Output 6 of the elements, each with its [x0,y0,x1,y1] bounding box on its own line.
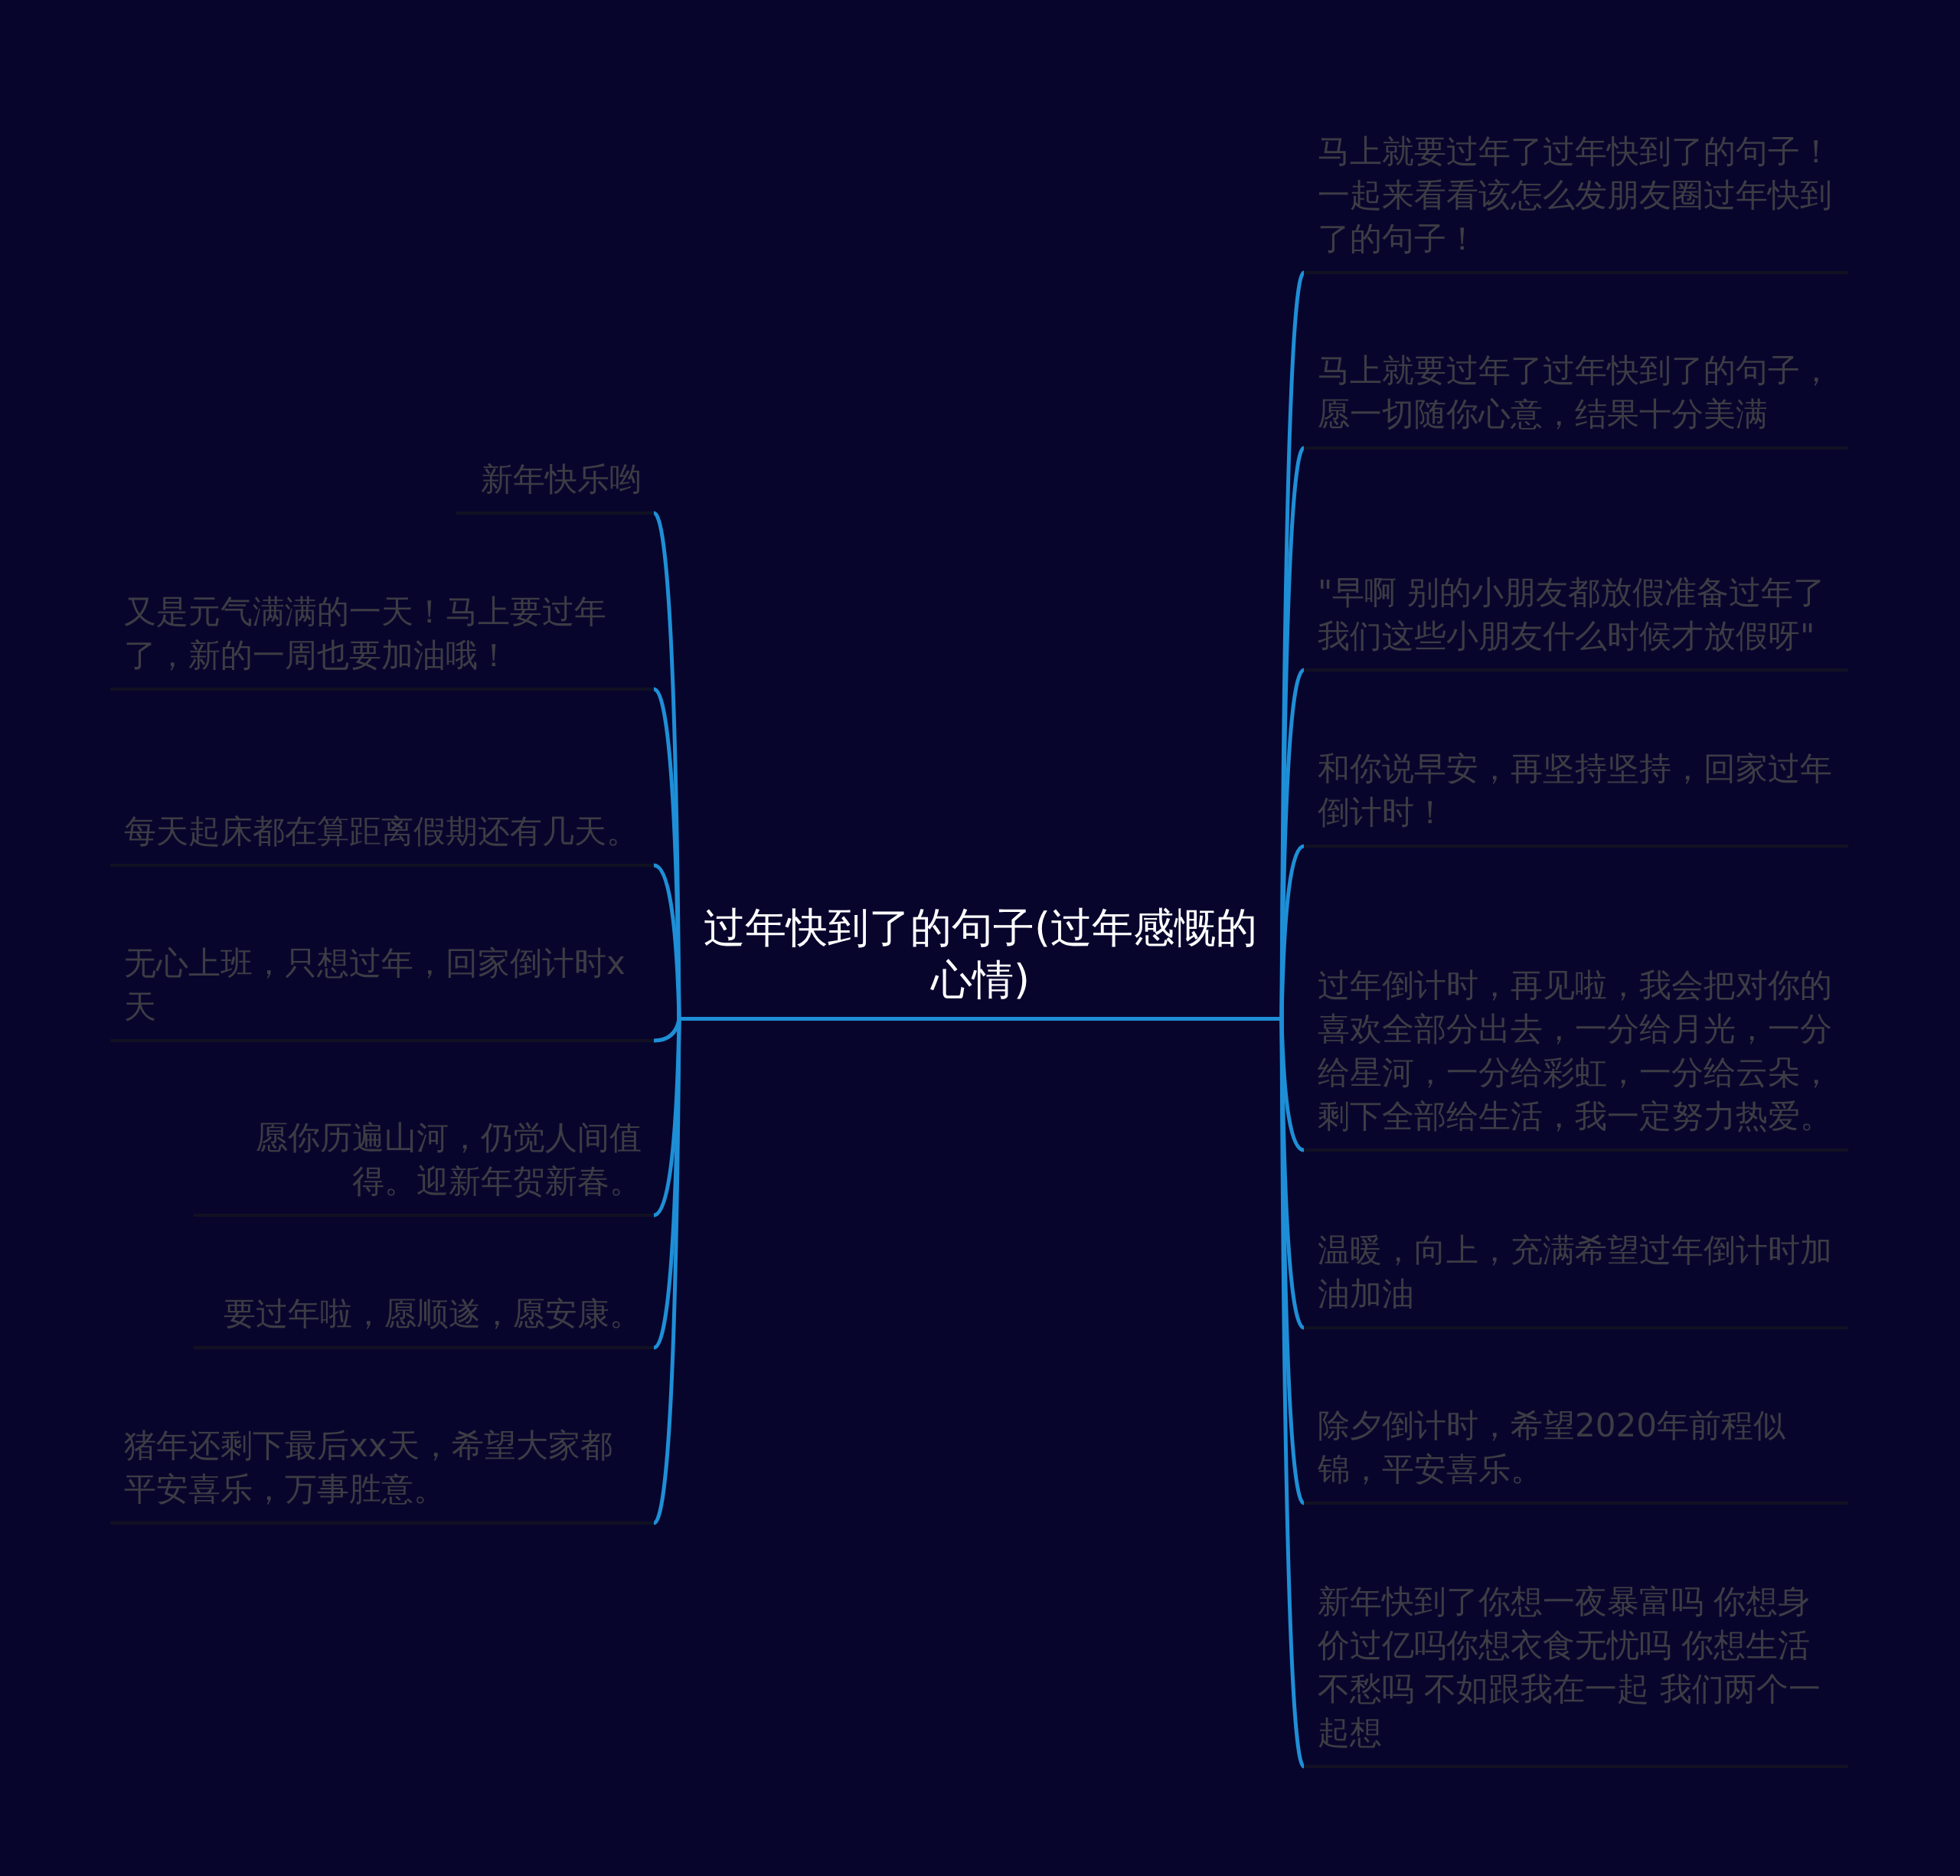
branch-line [1279,844,1305,1020]
branch-line [1279,271,1306,1019]
branch-line [1279,1019,1306,1768]
central-topic-text: 过年快到了的句子(过年感慨的心情) [702,903,1259,1005]
branch-line [652,1018,681,1525]
branch-line [653,863,681,1020]
